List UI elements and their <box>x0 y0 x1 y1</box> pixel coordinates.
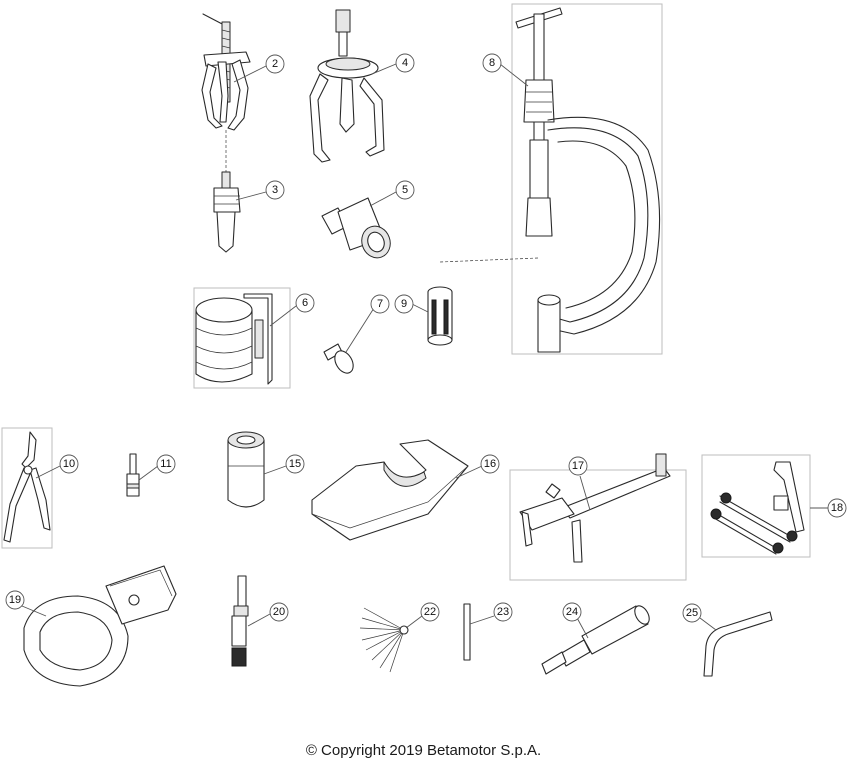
part-23-installer <box>541 605 650 675</box>
callout-19: 23 <box>469 602 513 625</box>
part-3-puller-adapter <box>213 130 241 253</box>
part-10-pliers <box>1 427 53 549</box>
part-8-valve-spring-compressor <box>439 3 663 355</box>
callout-3-label: 3 <box>272 184 278 196</box>
callout-8-label: 8 <box>489 57 495 69</box>
callout-11: 11 <box>138 454 176 481</box>
part-18-feeler-gauge <box>359 607 409 673</box>
part-7-pin <box>323 343 354 374</box>
callout-22: 18 <box>810 498 847 518</box>
part-6-ring-compressor <box>193 287 291 389</box>
part-2-gear-puller <box>201 13 251 131</box>
callout-25-label: 19 <box>9 594 21 606</box>
callout-24: 25 <box>682 603 717 631</box>
callout-17-label: 16 <box>484 458 496 470</box>
callout-3: 3 <box>235 180 285 201</box>
callout-9-label: 9 <box>401 298 407 310</box>
callout-2-label: 2 <box>272 58 278 70</box>
callout-24-label: 25 <box>686 607 698 619</box>
part-16-camshaft-tool <box>231 575 249 667</box>
callout-20: 17 <box>568 456 591 511</box>
callout-15-label: 15 <box>289 458 301 470</box>
part-17-support-plate <box>311 439 469 541</box>
callout-10: 10 <box>35 454 79 479</box>
callout-22-label: 18 <box>831 502 843 514</box>
callout-18: 22 <box>405 602 440 629</box>
callout-7: 7 <box>345 294 390 353</box>
part-20-holding-wrench <box>509 453 687 581</box>
callout-7-label: 7 <box>377 298 383 310</box>
part-5-socket-adapter <box>321 197 391 259</box>
callout-11-label: 11 <box>160 458 171 470</box>
part-11-punch <box>126 453 140 497</box>
callout-17: 16 <box>455 454 500 479</box>
callout-10-label: 10 <box>63 458 75 470</box>
part-22-tie-rod-kit <box>701 454 811 558</box>
part-15-socket <box>227 431 265 508</box>
callout-5-label: 5 <box>402 184 408 196</box>
callout-16: 20 <box>247 602 289 627</box>
callout-23: 24 <box>562 602 589 639</box>
callout-5: 5 <box>369 180 415 207</box>
callout-20-label: 17 <box>572 460 584 472</box>
callout-2: 2 <box>233 54 285 83</box>
callout-19-label: 23 <box>497 606 509 618</box>
callout-4-label: 4 <box>402 57 408 69</box>
callout-15: 15 <box>263 454 305 475</box>
callout-25: 19 <box>5 590 47 617</box>
part-25-ring-wrench <box>23 565 177 687</box>
part-24-hex-key <box>703 611 773 677</box>
callout-23-label: 24 <box>566 606 578 618</box>
callout-8: 8 <box>482 53 529 87</box>
copyright-notice: © Copyright 2019 Betamotor S.p.A. <box>305 742 542 759</box>
callout-6: 6 <box>269 293 315 327</box>
part-19-rod <box>463 603 471 661</box>
callout-9: 9 <box>394 294 429 314</box>
part-4-three-leg-puller <box>309 9 385 163</box>
callout-18-label: 22 <box>424 606 436 618</box>
callout-16-label: 20 <box>273 606 285 618</box>
callout-4: 4 <box>371 53 415 75</box>
callout-6-label: 6 <box>302 297 308 309</box>
part-9-adapter-cup <box>427 286 453 346</box>
